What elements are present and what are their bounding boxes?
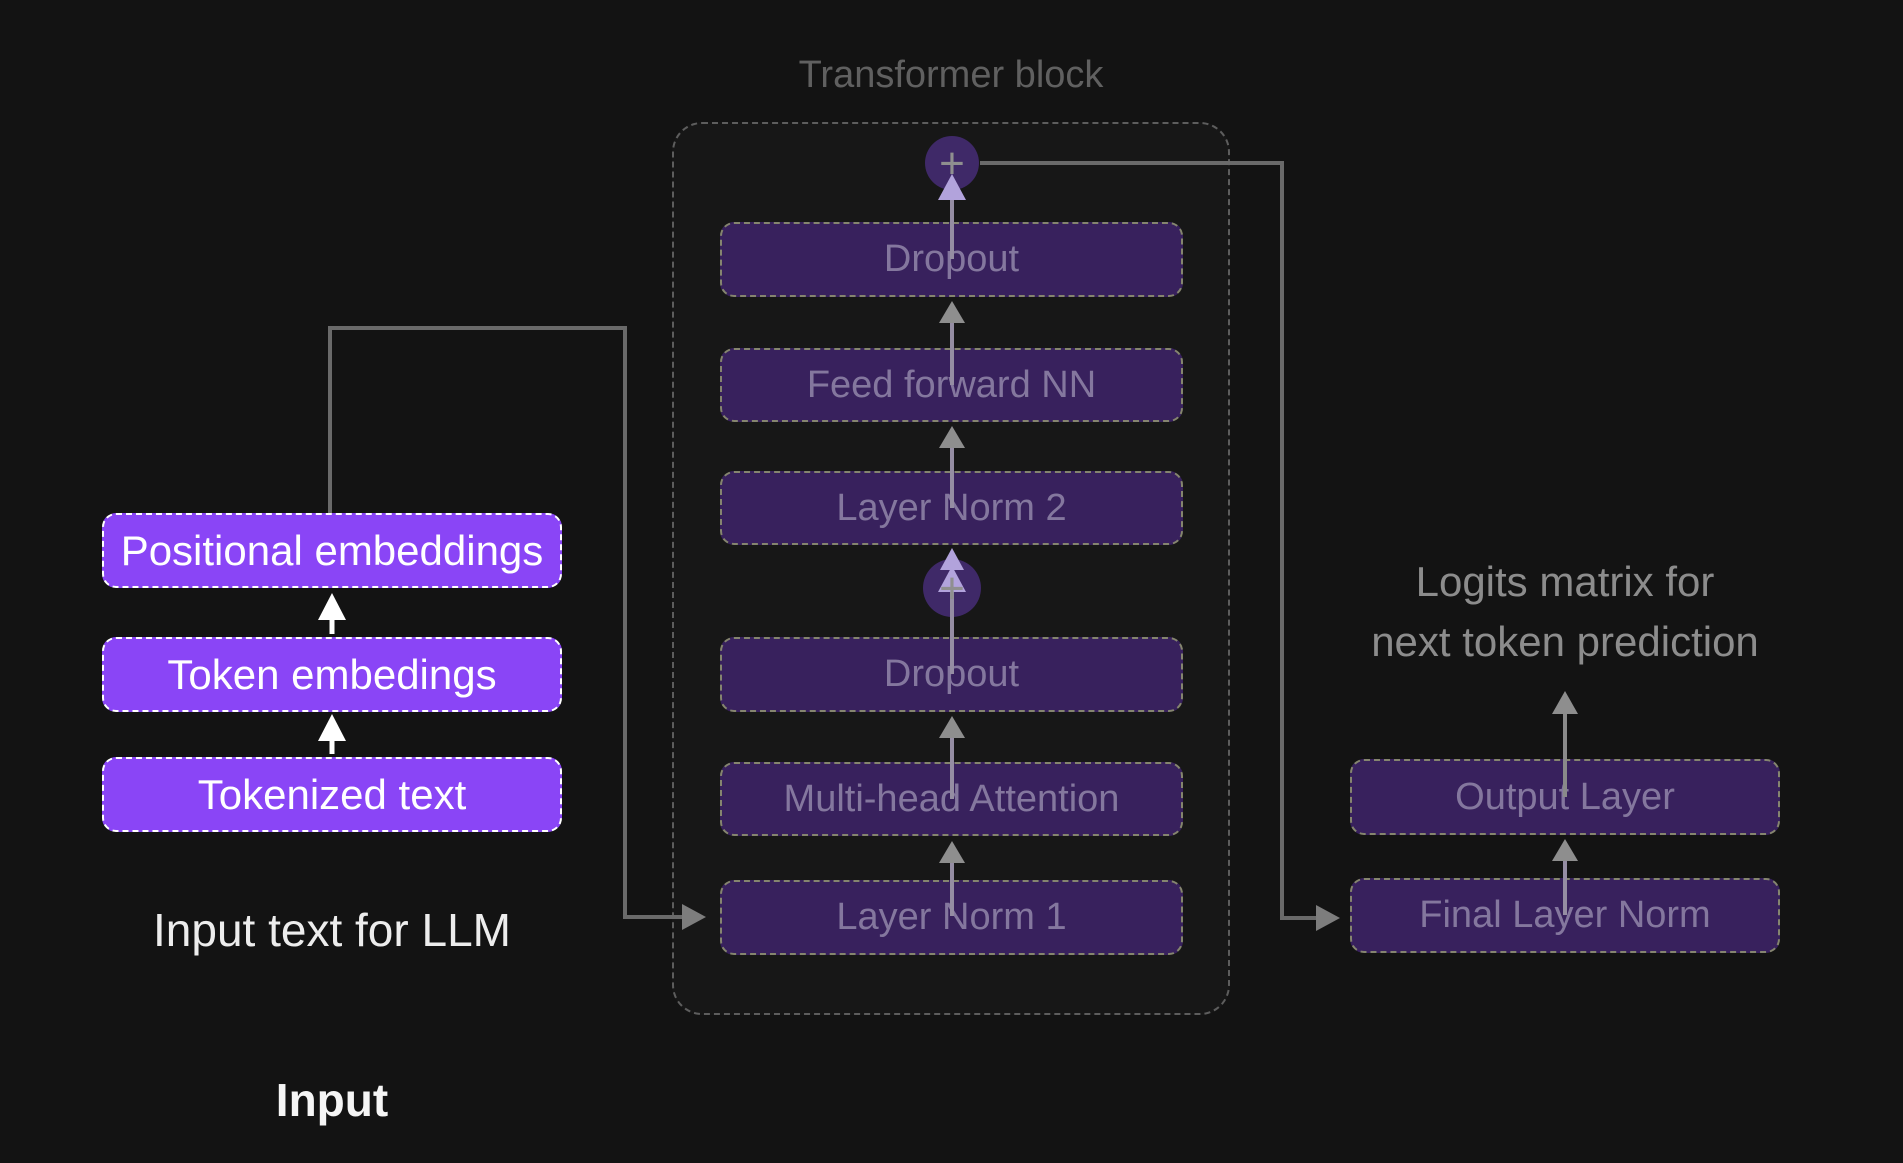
node-tokenized-text-label: Tokenized text <box>197 770 467 818</box>
arrowhead-final-ln-to-output <box>1552 839 1578 861</box>
input-route-line <box>328 326 706 930</box>
node-dropout-top: Dropout <box>720 222 1183 297</box>
input-footer-label: Input <box>275 1074 389 1126</box>
logits-caption-line1: Logits matrix for <box>1415 558 1715 605</box>
node-positional-embeddings: Positional embeddings <box>102 513 562 588</box>
arrowhead-token-to-positional <box>318 593 346 620</box>
logits-caption-line2: next token prediction <box>1371 618 1759 665</box>
node-output-layer: Output Layer <box>1350 759 1780 835</box>
node-feed-forward-nn: Feed forward NN <box>720 348 1183 422</box>
node-final-layer-norm: Final Layer Norm <box>1350 878 1780 953</box>
node-output-layer-label: Output Layer <box>1455 775 1675 818</box>
node-final-layer-norm-label: Final Layer Norm <box>1419 894 1711 936</box>
node-token-embeddings: Token embedings <box>102 637 562 712</box>
node-layer-norm-2: Layer Norm 2 <box>720 471 1183 545</box>
node-layer-norm-1: Layer Norm 1 <box>720 880 1183 955</box>
node-tokenized-text: Tokenized text <box>102 757 562 832</box>
node-feed-forward-nn-label: Feed forward NN <box>806 363 1097 406</box>
node-positional-embeddings-label: Positional embeddings <box>120 526 544 574</box>
node-token-embeddings-label: Token embedings <box>167 650 497 698</box>
node-dropout-lower-label: Dropout <box>883 653 1020 695</box>
transformer-block-title: Transformer block <box>798 54 1104 96</box>
node-layer-norm-2-label: Layer Norm 2 <box>836 486 1067 529</box>
node-dropout-lower: Dropout <box>720 637 1183 712</box>
node-multi-head-attention-label: Multi-head Attention <box>783 777 1120 820</box>
input-caption: Input text for LLM <box>153 904 511 956</box>
node-layer-norm-1-label: Layer Norm 1 <box>836 896 1067 938</box>
node-multi-head-attention: Multi-head Attention <box>720 762 1183 836</box>
node-dropout-top-label: Dropout <box>883 238 1020 280</box>
feedback-route-arrowhead <box>1316 905 1340 931</box>
arrowhead-output-to-logits <box>1552 691 1578 714</box>
arrowhead-tokenized-to-token <box>318 714 346 741</box>
logits-caption: Logits matrix for next token prediction <box>1330 552 1800 672</box>
